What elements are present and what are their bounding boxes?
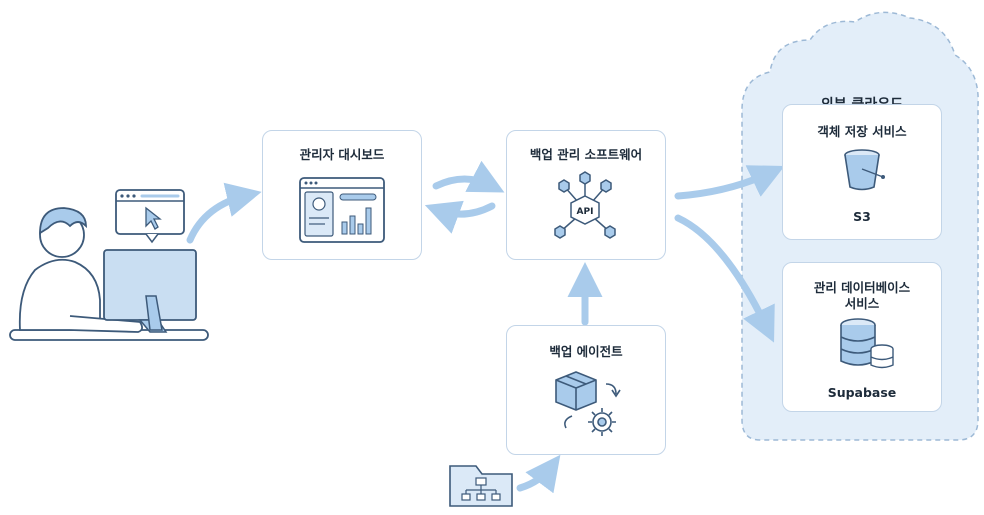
managed-db-title-line2: 서비스 [844, 296, 880, 311]
dashboard-node: 관리자 대시보드 [262, 130, 422, 260]
backup-software-title: 백업 관리 소프트웨어 [529, 147, 643, 162]
bucket-icon [844, 149, 885, 191]
arrow-user-to-dashboard [186, 182, 262, 244]
supabase-label: Supabase [827, 385, 897, 400]
backup-agent-title: 백업 에이전트 [549, 344, 623, 359]
backup-software-node: 백업 관리 소프트웨어 [506, 130, 666, 260]
s3-label: S3 [853, 209, 871, 224]
flow-arrows [186, 160, 785, 494]
backup-agent-node: 백업 에이전트 [506, 325, 666, 455]
arrow-software-to-db [674, 214, 775, 343]
api-network-icon [554, 171, 616, 239]
arrow-dashboard-to-software [432, 160, 505, 193]
browser-cursor-icon [115, 189, 185, 244]
package-gear-icon [555, 371, 621, 436]
arrow-files-to-agent [516, 454, 561, 494]
arrow-software-to-s3 [674, 165, 785, 200]
user-at-computer-icon [9, 207, 209, 341]
database-icon [840, 318, 894, 369]
dashboard-icon [299, 177, 385, 243]
object-storage-node: 객체 저장 서비스 S3 [782, 104, 942, 240]
arrow-software-to-dashboard [424, 200, 496, 234]
folder-network-icon [449, 465, 513, 507]
managed-db-node: 관리 데이터베이스 서비스 Supabase [782, 262, 942, 412]
dashboard-title: 관리자 대시보드 [299, 147, 385, 162]
api-label: API [577, 207, 594, 217]
object-storage-title: 객체 저장 서비스 [817, 124, 907, 139]
managed-db-title-line1: 관리 데이터베이스 [813, 280, 911, 295]
